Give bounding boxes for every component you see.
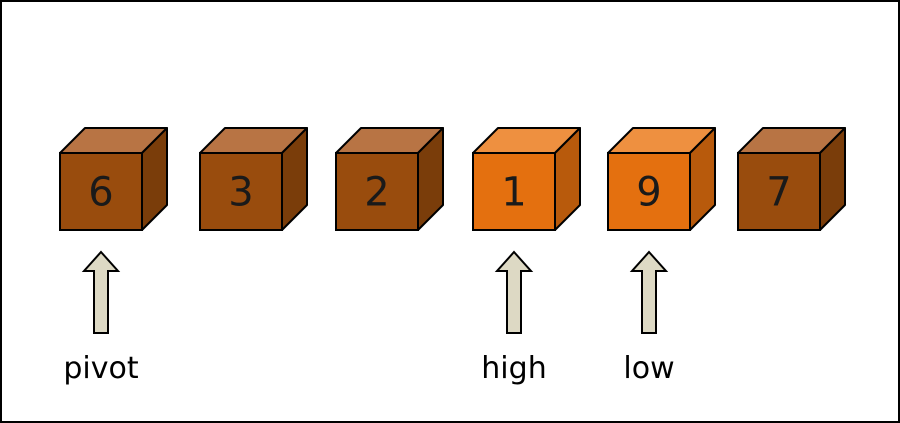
- box-value: 9: [636, 170, 661, 216]
- pointer-label: low: [623, 351, 674, 386]
- array-box: 3: [199, 127, 308, 231]
- box-value: 7: [766, 170, 791, 216]
- up-arrow-icon: [81, 250, 121, 334]
- box-front-face: [472, 152, 556, 231]
- up-arrow-icon: [629, 250, 669, 334]
- pointer: high: [481, 250, 547, 386]
- box-front-face: [199, 152, 283, 231]
- box-value: 3: [228, 170, 253, 216]
- box-front-face: [335, 152, 419, 231]
- array-box: 2: [335, 127, 444, 231]
- pointer: pivot: [63, 250, 139, 386]
- pointer-label: high: [481, 351, 546, 386]
- box-value: 2: [364, 170, 389, 216]
- array-box: 9: [607, 127, 716, 231]
- box-front-face: [607, 152, 691, 231]
- pointer-label: pivot: [63, 351, 138, 386]
- box-value: 6: [88, 170, 113, 216]
- array-box: 6: [59, 127, 168, 231]
- pointer: low: [623, 250, 675, 386]
- box-value: 1: [501, 170, 526, 216]
- array-box: 1: [472, 127, 581, 231]
- array-box: 7: [737, 127, 846, 231]
- box-front-face: [59, 152, 143, 231]
- up-arrow-icon: [494, 250, 534, 334]
- box-front-face: [737, 152, 821, 231]
